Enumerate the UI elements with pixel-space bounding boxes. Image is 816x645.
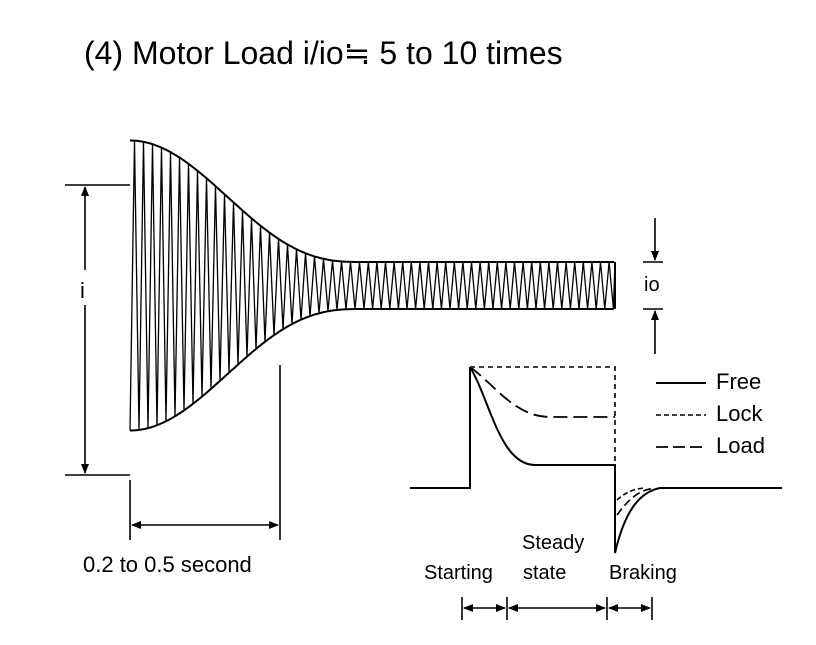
load-braking xyxy=(616,487,656,516)
i-dimension xyxy=(65,184,130,476)
starting-label: Starting xyxy=(424,562,493,584)
io-label: io xyxy=(644,274,660,296)
envelope-top xyxy=(130,139,614,263)
load-curve xyxy=(469,366,615,418)
duration-label: 0.2 to 0.5 second xyxy=(83,552,252,577)
i-label: i xyxy=(80,278,85,303)
lock-curve xyxy=(470,366,616,488)
envelope-bottom xyxy=(130,308,614,432)
diagram-title: (4) Motor Load i/io≒ 5 to 10 times xyxy=(84,35,563,71)
legend-free: Free xyxy=(716,369,762,394)
free-curve xyxy=(469,366,782,554)
lock-braking xyxy=(616,487,646,501)
baseline-start xyxy=(410,367,471,489)
state-label: state xyxy=(523,562,567,584)
braking-label: Braking xyxy=(609,562,677,584)
legend-load: Load xyxy=(716,433,765,458)
duration-dimension xyxy=(129,365,281,540)
legend-lock: Lock xyxy=(716,401,763,426)
steady-label: Steady xyxy=(522,532,585,554)
io-dimension xyxy=(643,218,663,354)
mode-graph xyxy=(410,366,782,620)
current-waveform xyxy=(129,140,616,431)
